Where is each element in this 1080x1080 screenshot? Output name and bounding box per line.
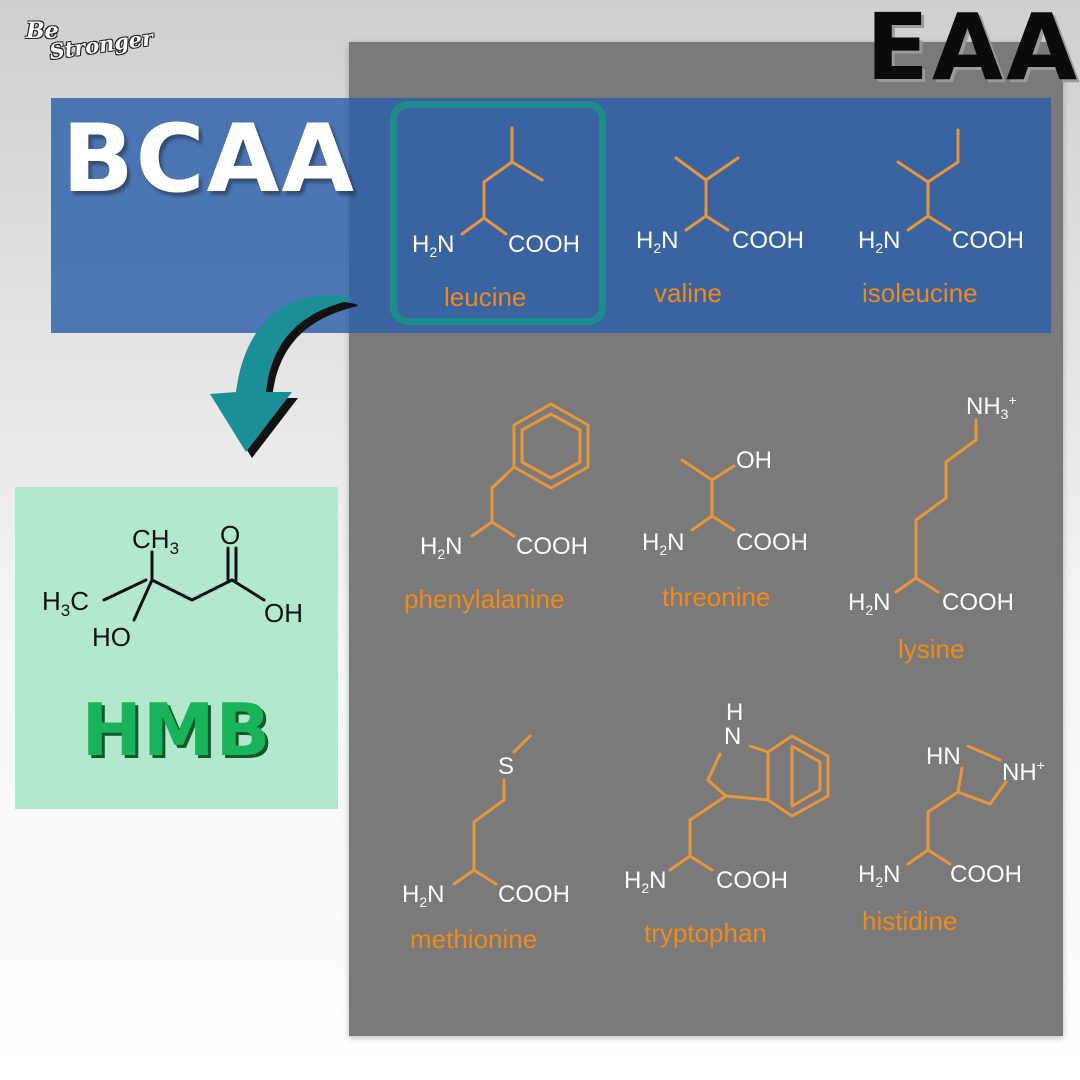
leucine-amine: H2N (412, 231, 454, 260)
eaa-title: EAA (866, 0, 1080, 101)
leucine-name: leucine (444, 282, 526, 312)
leucine-to-hmb-arrow (210, 295, 358, 458)
hmb-structure (102, 546, 266, 622)
tryptophan-structure (668, 734, 830, 872)
hmb-ch3-top: CH3 (132, 524, 179, 558)
methionine-sulfur: S (498, 753, 514, 780)
tryptophan-acid: COOH (716, 867, 788, 894)
hmb-box (15, 487, 338, 809)
methionine-name: methionine (410, 924, 537, 954)
leucine-structure (460, 126, 544, 236)
valine-amine: H2N (636, 227, 678, 256)
lysine-acid: COOH (942, 589, 1014, 616)
hmb-label: HMB (81, 688, 272, 772)
brand-logo: BeStronger (26, 18, 163, 64)
methionine-structure (452, 734, 532, 886)
leucine-highlight-box (390, 101, 606, 325)
isoleucine-structure (896, 128, 960, 232)
tryptophan-amine: H2N (624, 867, 666, 896)
hmb-o: O (220, 520, 240, 550)
lysine-amine: H2N (848, 589, 890, 618)
threonine-acid: COOH (736, 529, 808, 556)
tryptophan-indole-n: N (724, 723, 741, 750)
tryptophan-name: tryptophan (644, 918, 767, 948)
threonine-hydroxyl: OH (736, 447, 772, 474)
bcaa-title: BCAA (62, 105, 357, 214)
histidine-name: histidine (862, 906, 957, 936)
histidine-acid: COOH (950, 861, 1022, 888)
phenylalanine-acid: COOH (516, 533, 588, 560)
isoleucine-amine: H2N (858, 227, 900, 256)
lysine-ammonium: NH3+ (966, 392, 1017, 422)
tryptophan-indole-h: H (726, 699, 743, 726)
lysine-name: lysine (898, 634, 964, 664)
brand-line1: Be (26, 18, 59, 44)
phenylalanine-name: phenylalanine (404, 584, 564, 614)
bcaa-band (51, 98, 1051, 333)
methionine-amine: H2N (402, 881, 444, 910)
threonine-name: threonine (662, 582, 770, 612)
histidine-nh-plus: NH+ (1002, 757, 1045, 786)
valine-acid: COOH (732, 227, 804, 254)
valine-structure (674, 156, 740, 232)
isoleucine-name: isoleucine (862, 278, 978, 308)
isoleucine-acid: COOH (952, 227, 1024, 254)
histidine-hn: HN (926, 743, 961, 770)
phenylalanine-structure (470, 402, 590, 538)
lysine-structure (894, 418, 978, 594)
valine-name: valine (654, 278, 722, 308)
leucine-acid: COOH (508, 231, 580, 258)
threonine-structure (680, 458, 736, 532)
hmb-ho: HO (92, 622, 131, 652)
threonine-amine: H2N (642, 529, 684, 558)
methionine-acid: COOH (498, 881, 570, 908)
phenylalanine-amine: H2N (420, 533, 462, 562)
histidine-structure (906, 744, 1008, 866)
hmb-h3c: H3C (42, 586, 89, 620)
histidine-amine: H2N (858, 861, 900, 890)
hmb-oh: OH (264, 598, 303, 628)
